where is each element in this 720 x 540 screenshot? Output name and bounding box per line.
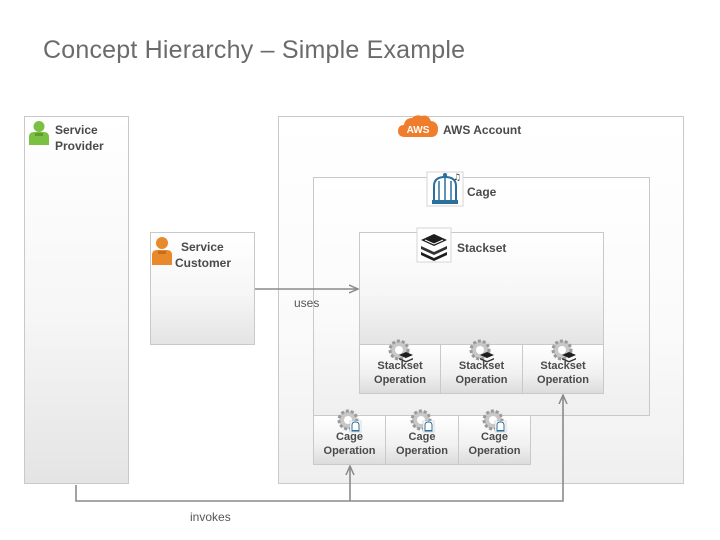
stackset-box[interactable] (359, 232, 604, 345)
stackset-operation-line1: Stackset (458, 360, 505, 372)
cage-operation[interactable]: Cage Operation (385, 409, 459, 465)
stackset-operation-line1: Stackset (377, 360, 423, 372)
uses-label: uses (294, 296, 320, 310)
cage-operation-line1: Cage (336, 431, 363, 443)
cage-operation-line2: Operation (396, 445, 448, 457)
service-provider-box[interactable]: Service Provider (24, 116, 129, 484)
stackset-label: Stackset (457, 241, 507, 255)
service-customer-label-line1: Service (181, 240, 224, 254)
service-provider-label: Service Provider (55, 122, 104, 154)
gear-icon (550, 338, 578, 369)
person-icon (28, 120, 50, 151)
cage-operation-line2: Operation (323, 445, 376, 457)
cage-operation[interactable]: Cage Operation (313, 409, 386, 465)
svg-text:♫: ♫ (453, 173, 461, 183)
gear-icon (468, 338, 496, 369)
service-provider-label-line1: Service (55, 123, 98, 137)
service-customer-label-line2: Customer (175, 256, 232, 270)
cage-operation-line1: Cage (481, 431, 508, 443)
stackset-operation-line1: Stackset (540, 360, 586, 372)
stackset-operation[interactable]: Stackset Operation (359, 339, 441, 394)
person-icon (151, 236, 173, 271)
cage-operation-line1: Cage (408, 431, 436, 443)
stackset-operation-line2: Operation (374, 374, 426, 386)
aws-account-label: AWS Account (443, 123, 522, 137)
gear-icon (387, 338, 415, 369)
cage-operation-line2: Operation (468, 445, 521, 457)
invokes-label: invokes (190, 510, 231, 524)
stackset-operation[interactable]: Stackset Operation (522, 339, 604, 394)
service-customer-label: Service Customer (175, 239, 231, 271)
cage-label: Cage (467, 185, 497, 199)
stackset-operation[interactable]: Stackset Operation (440, 339, 523, 394)
service-provider-label-line2: Provider (55, 139, 104, 153)
stack-icon (416, 227, 452, 268)
cage-operation[interactable]: Cage Operation (458, 409, 531, 465)
page-title: Concept Hierarchy – Simple Example (43, 36, 466, 64)
stackset-operation-line2: Operation (537, 374, 589, 386)
svg-text:AWS: AWS (407, 125, 430, 136)
stackset-operation-line2: Operation (455, 374, 508, 386)
birdcage-icon: ♫ (426, 171, 464, 212)
aws-logo-icon: AWS (397, 113, 439, 144)
service-customer-box[interactable]: Service Customer (150, 232, 255, 345)
